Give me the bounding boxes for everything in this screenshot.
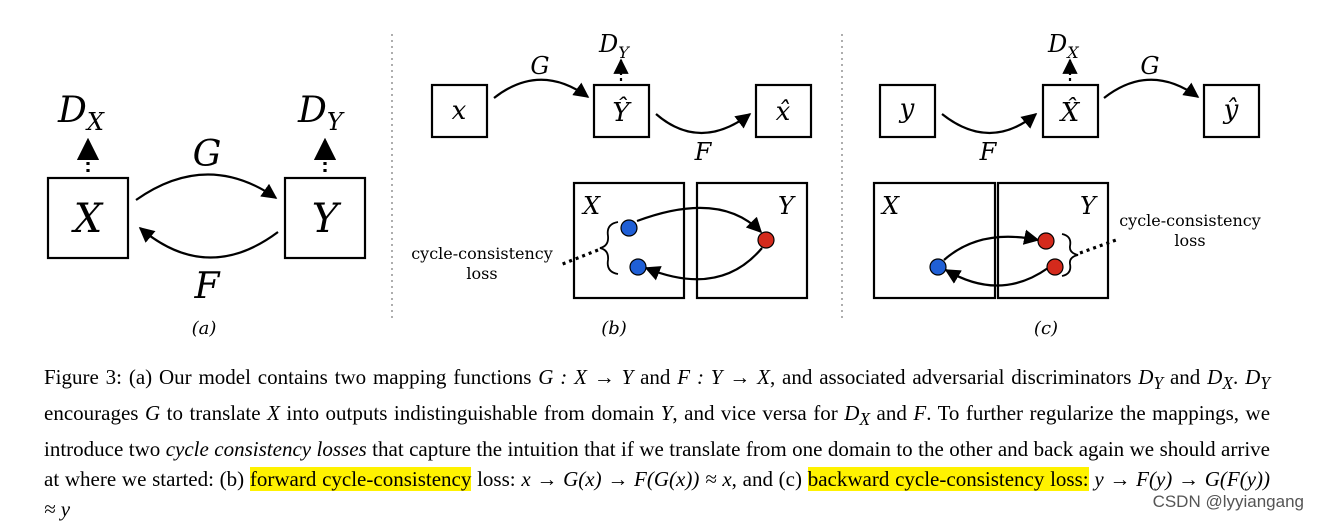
panel-a-caption-label: (a): [192, 318, 217, 339]
domain-x-label: X: [880, 192, 900, 220]
loss-label-line1: cycle-consistency: [1119, 211, 1261, 230]
node-xhat-label: X̂: [1059, 97, 1081, 128]
panel-c-caption-label: (c): [1034, 318, 1058, 339]
mapping-f-arrow: [941, 113, 1038, 134]
disc-x-label: DX: [57, 90, 105, 136]
domain-x-box: [572, 181, 686, 300]
mapping-f-label: F: [194, 266, 222, 307]
domain-y-box: [695, 181, 809, 300]
panel-c: y X̂ ŷ F G DX X Y cycle-consistency loss…: [872, 30, 1261, 339]
loss-brace: [1061, 233, 1079, 277]
node-yhat-box: [1202, 83, 1261, 139]
mapping-g-arrow: [135, 173, 278, 201]
loss-label-line2: loss: [466, 264, 497, 283]
loss-dotted-line: [559, 248, 599, 267]
loss-dotted-line: [1079, 238, 1117, 255]
node-x-box: [46, 176, 130, 260]
node-x-label: x: [452, 96, 467, 126]
node-y-box: [283, 176, 367, 260]
point-x-reconstructed: [629, 258, 647, 276]
disc-y-label: DY: [297, 90, 345, 136]
mapping-g-label: G: [193, 134, 222, 175]
mapping-f-arrow: [138, 227, 279, 259]
cyclegan-diagram: X Y G F DX DY (a) x Ŷ x̂ G F DY X Y: [46, 30, 1261, 339]
node-yhat-label: Ŷ: [612, 96, 632, 128]
node-y-box: [878, 83, 937, 139]
domain-x-box: [872, 181, 997, 300]
loss-label-line1: cycle-consistency: [411, 244, 553, 263]
node-xhat-label: x̂: [776, 97, 791, 127]
node-xhat-box: [1041, 83, 1100, 139]
mapping-g-label: G: [1140, 52, 1159, 80]
watermark: CSDN @lyyiangang: [1152, 492, 1304, 511]
node-y-label: Y: [312, 196, 342, 242]
panel-b-caption-label: (b): [601, 318, 627, 339]
backward-mapping-arrow: [644, 247, 763, 281]
disc-x-label: DX: [1047, 30, 1079, 62]
mapping-g-arrow: [493, 78, 590, 99]
node-y-label: y: [899, 94, 915, 124]
mapping-f-arrow: [655, 113, 752, 134]
node-yhat-box: [592, 83, 651, 139]
domain-y-label: Y: [778, 192, 796, 220]
forward-mapping-arrow: [636, 206, 763, 234]
figure-caption: Figure 3: (a) Our model contains two map…: [44, 365, 1271, 522]
point-y-translated: [757, 231, 775, 249]
node-x-box: [430, 83, 489, 139]
forward-mapping-arrow: [944, 267, 1049, 287]
point-x-source: [620, 219, 638, 237]
domain-y-label: Y: [1080, 192, 1098, 220]
loss-label-line2: loss: [1174, 231, 1205, 250]
mapping-g-arrow: [1103, 78, 1200, 99]
node-x-label: X: [71, 196, 104, 242]
backward-mapping-arrow: [943, 229, 1040, 261]
domain-x-label: X: [581, 192, 601, 220]
panel-b: x Ŷ x̂ G F DY X Y cycle-consistency loss…: [411, 30, 813, 339]
panel-a: X Y G F DX DY (a): [46, 90, 367, 339]
point-y-source: [1037, 232, 1055, 250]
point-x-translated: [929, 258, 947, 276]
caption-emphasis: cycle consistency losses: [165, 437, 367, 462]
loss-brace: [599, 221, 619, 275]
disc-y-label: DY: [598, 30, 630, 62]
point-y-reconstructed: [1046, 258, 1064, 276]
highlight-forward-loss: forward cycle-consistency: [249, 467, 472, 492]
highlight-backward-loss: backward cycle-consistency loss:: [807, 467, 1089, 492]
node-xhat-box: [754, 83, 813, 139]
mapping-f-label: F: [694, 138, 713, 166]
domain-y-box: [996, 181, 1110, 300]
node-yhat-label: ŷ: [1223, 95, 1239, 125]
mapping-g-label: G: [530, 52, 549, 80]
mapping-f-label: F: [979, 138, 998, 166]
